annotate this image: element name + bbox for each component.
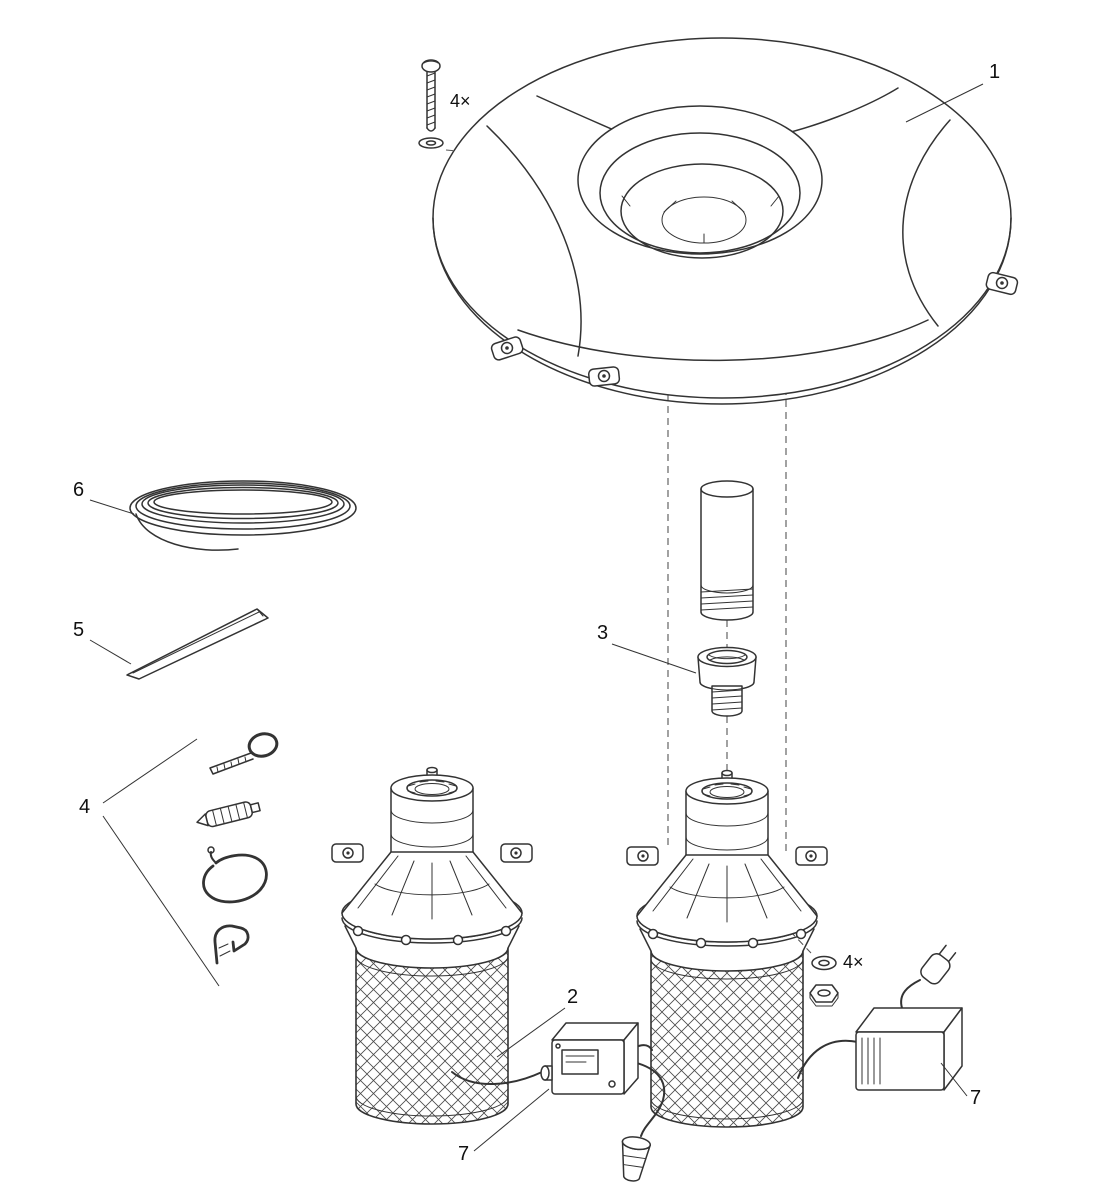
- washer-quantity-label: 4×: [843, 952, 864, 972]
- power-supply: [797, 944, 963, 1091]
- eye-bolt: [209, 732, 279, 775]
- spring-hook: [202, 846, 268, 904]
- hose-adapter: [697, 646, 757, 717]
- pump-left: [331, 766, 533, 1125]
- callout-4: 4: [79, 796, 90, 818]
- callout-5: 5: [73, 619, 84, 641]
- mounting-lug: [490, 336, 524, 361]
- nut: [809, 984, 839, 1007]
- hardware-kit: [102, 732, 279, 987]
- mounting-lug: [587, 366, 621, 387]
- power-plug: [621, 1136, 652, 1182]
- controller-box: [451, 1022, 666, 1137]
- callout-3: 3: [597, 622, 608, 644]
- riser-tube: [700, 480, 754, 621]
- rope-coil: [129, 480, 357, 551]
- mounting-screw: [418, 59, 444, 149]
- washer: [811, 955, 837, 971]
- float-housing: [432, 37, 1019, 405]
- wall-anchor: [196, 801, 261, 828]
- callout-7-right: 7: [970, 1087, 981, 1109]
- cable-clip: [213, 924, 250, 965]
- mounting-lug: [985, 271, 1019, 296]
- callout-2: 2: [567, 986, 578, 1008]
- callout-1: 1: [989, 61, 1000, 83]
- ground-stake: [126, 608, 269, 680]
- callouts: 1 2 3 4 5 6 7 7: [73, 61, 1000, 1165]
- callout-7-left: 7: [458, 1143, 469, 1165]
- callout-6: 6: [73, 479, 84, 501]
- screw-quantity-label: 4×: [450, 91, 471, 111]
- mains-plug: [920, 944, 957, 985]
